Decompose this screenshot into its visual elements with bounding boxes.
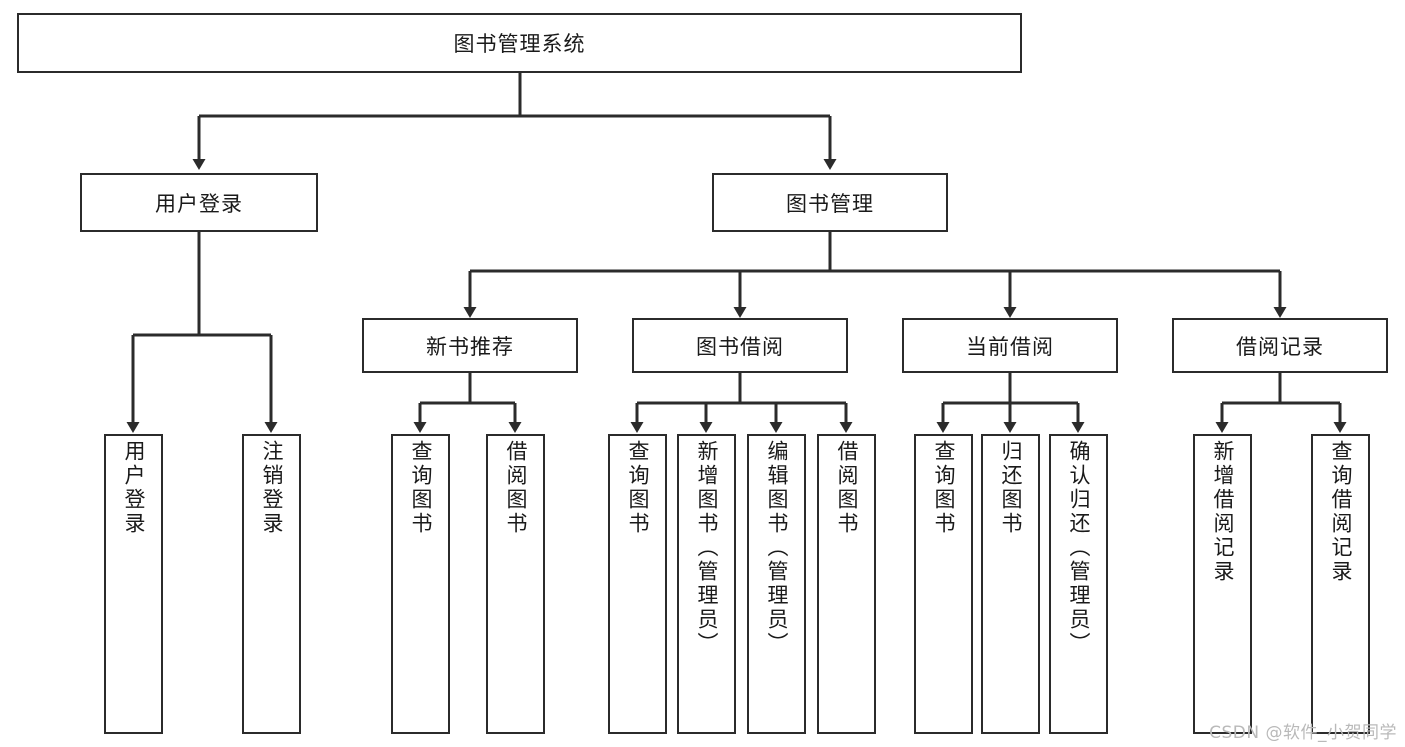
node-root-label: 图书管理系统: [453, 32, 586, 56]
leaf-label: 新增借阅记录: [1211, 440, 1235, 584]
node-new-book-recommend[interactable]: 新书推荐: [362, 318, 578, 373]
leaf-label: 归还图书: [999, 440, 1023, 536]
leaf-user-login-signout[interactable]: 注销登录: [242, 434, 301, 734]
node-book-borrow-label: 图书借阅: [696, 334, 784, 359]
leaf-new-book-borrow[interactable]: 借阅图书: [486, 434, 545, 734]
leaf-label: 借阅图书: [504, 440, 528, 536]
leaf-records-query-record[interactable]: 查询借阅记录: [1311, 434, 1370, 734]
node-book-management-label: 图书管理: [786, 191, 874, 216]
node-borrow-records-label: 借阅记录: [1236, 334, 1324, 359]
leaf-label: 确认归还（管理员）: [1067, 440, 1091, 656]
node-borrow-records[interactable]: 借阅记录: [1172, 318, 1388, 373]
watermark-text: CSDN @软件_小贺同学: [1209, 723, 1397, 743]
leaf-user-login-signin[interactable]: 用户登录: [104, 434, 163, 734]
leaf-current-return-book[interactable]: 归还图书: [981, 434, 1040, 734]
leaf-current-confirm-return-admin[interactable]: 确认归还（管理员）: [1049, 434, 1108, 734]
leaf-label: 新增图书（管理员）: [695, 440, 719, 656]
leaf-new-book-query[interactable]: 查询图书: [391, 434, 450, 734]
node-root[interactable]: 图书管理系统: [17, 13, 1022, 73]
leaf-label: 用户登录: [122, 440, 146, 536]
leaf-borrow-query-book[interactable]: 查询图书: [608, 434, 667, 734]
leaf-current-query-book[interactable]: 查询图书: [914, 434, 973, 734]
node-book-borrow[interactable]: 图书借阅: [632, 318, 848, 373]
leaf-records-add-record[interactable]: 新增借阅记录: [1193, 434, 1252, 734]
leaf-borrow-edit-book-admin[interactable]: 编辑图书（管理员）: [747, 434, 806, 734]
node-user-login[interactable]: 用户登录: [80, 173, 318, 232]
leaf-label: 注销登录: [260, 440, 284, 536]
leaf-label: 编辑图书（管理员）: [765, 440, 789, 656]
leaf-borrow-borrow-book[interactable]: 借阅图书: [817, 434, 876, 734]
leaf-label: 查询图书: [626, 440, 650, 536]
leaf-label: 查询借阅记录: [1329, 440, 1353, 584]
leaf-label: 借阅图书: [835, 440, 859, 536]
leaf-borrow-add-book-admin[interactable]: 新增图书（管理员）: [677, 434, 736, 734]
node-current-borrow-label: 当前借阅: [966, 334, 1054, 359]
node-current-borrow[interactable]: 当前借阅: [902, 318, 1118, 373]
node-user-login-label: 用户登录: [155, 191, 243, 216]
node-new-book-recommend-label: 新书推荐: [426, 334, 514, 359]
node-book-management[interactable]: 图书管理: [712, 173, 948, 232]
leaf-label: 查询图书: [932, 440, 956, 536]
leaf-label: 查询图书: [409, 440, 433, 536]
